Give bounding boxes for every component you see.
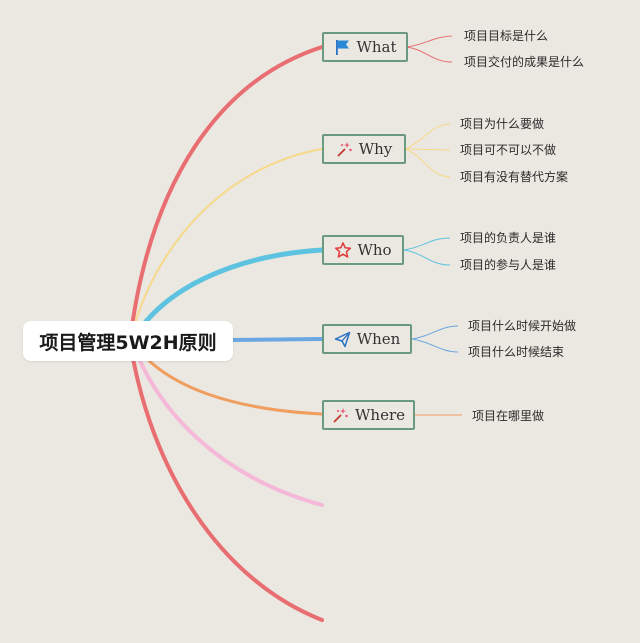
root-topic-label: 项目管理5W2H原则	[39, 331, 217, 354]
subtopic-when-1[interactable]: 项目什么时候开始做	[468, 319, 577, 333]
subtopic-what-2[interactable]: 项目交付的成果是什么	[464, 55, 585, 69]
topic-what[interactable]: What	[322, 32, 408, 62]
connector-why-leaf-3	[405, 148, 451, 178]
connector-why-leaf-1	[405, 123, 451, 150]
connector-when-leaf-1	[411, 325, 459, 340]
connector-when	[230, 337, 324, 342]
connector-empty-pink	[130, 339, 324, 507]
sparkle-icon	[336, 140, 354, 158]
topic-where-label: Where	[354, 406, 405, 424]
paper-plane-icon	[334, 330, 352, 348]
flag-icon	[333, 38, 351, 56]
connector-who-leaf-1	[403, 237, 451, 251]
root-topic[interactable]: 项目管理5W2H原则	[23, 321, 233, 361]
sparkle-icon	[332, 406, 350, 424]
subtopic-where-1[interactable]: 项目在哪里做	[472, 409, 545, 423]
topic-who-label: Who	[357, 241, 392, 259]
connector-when-leaf-2	[411, 338, 459, 353]
star-icon	[334, 241, 352, 259]
topic-what-label: What	[356, 38, 397, 56]
subtopic-who-2[interactable]: 项目的参与人是谁	[460, 258, 557, 272]
topic-when[interactable]: When	[322, 324, 412, 354]
topic-where[interactable]: Where	[322, 400, 415, 430]
connector-why	[129, 148, 323, 342]
subtopic-what-1[interactable]: 项目目标是什么	[464, 29, 549, 43]
connector-why-leaf-2	[405, 148, 451, 151]
subtopic-why-3[interactable]: 项目有没有替代方案	[460, 170, 569, 184]
connector-what-leaf-2	[405, 46, 453, 63]
subtopic-who-1[interactable]: 项目的负责人是谁	[460, 231, 557, 245]
connector-empty-red	[128, 339, 324, 622]
subtopic-when-2[interactable]: 项目什么时候结束	[468, 345, 565, 359]
subtopic-why-1[interactable]: 项目为什么要做	[460, 117, 545, 131]
topic-why[interactable]: Why	[322, 134, 406, 164]
subtopic-why-2[interactable]: 项目可不可以不做	[460, 143, 557, 157]
connector-what-leaf-1	[405, 35, 453, 48]
connector-what	[128, 45, 324, 343]
topic-who[interactable]: Who	[322, 235, 404, 265]
topic-when-label: When	[356, 330, 401, 348]
connector-who-leaf-2	[403, 249, 451, 266]
topic-why-label: Why	[358, 140, 393, 158]
